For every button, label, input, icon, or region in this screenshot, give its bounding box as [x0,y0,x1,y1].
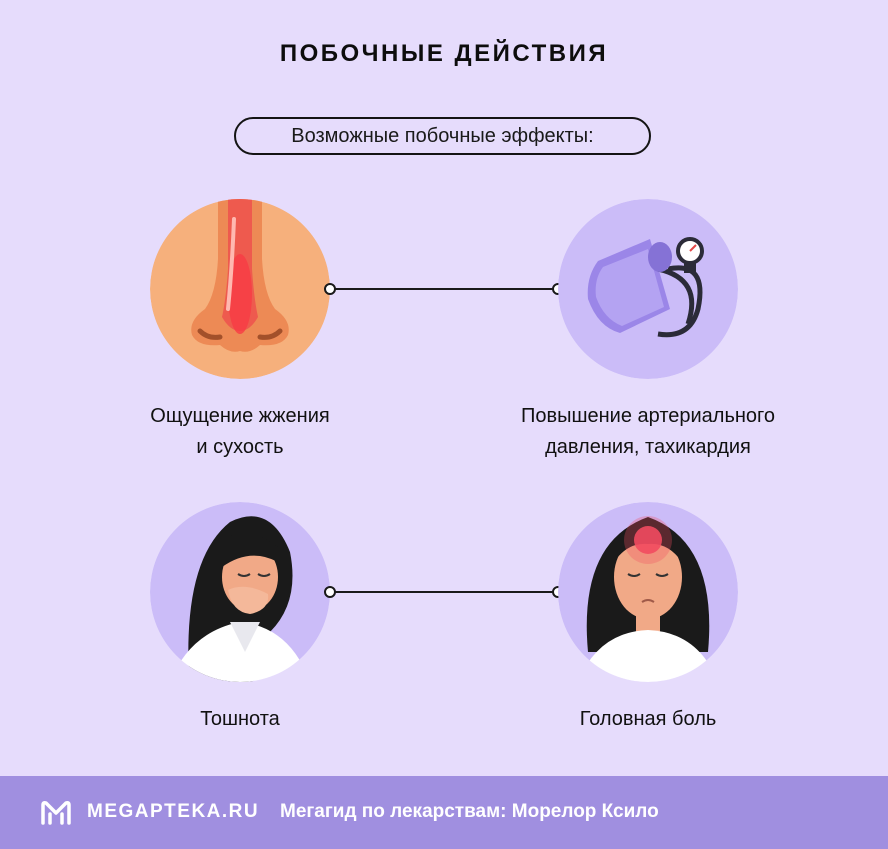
footer-tagline: Мегагид по лекарствам: Морелор Ксило [280,801,659,822]
nausea-woman-icon [150,502,330,682]
effect-caption: Повышение артериального давления, тахика… [520,405,776,458]
nose-icon [150,199,330,379]
effect-caption: Тошнота [200,708,280,730]
headache-woman-icon [558,502,738,682]
connector-line [330,288,558,290]
effect-caption: Головная боль [579,708,717,730]
connector-line [330,591,558,593]
footer-bar: MEGAPTEKA.RU Мегагид по лекарствам: Море… [0,776,888,849]
subtitle-pill: Возможные побочные эффекты: [234,117,651,155]
blood-pressure-cuff-icon [558,199,738,379]
subtitle-text: Возможные побочные эффекты: [291,124,594,147]
page-title: ПОБОЧНЫЕ ДЕЙСТВИЯ [279,40,609,67]
effect-caption: Ощущение жжения и сухость [150,405,330,458]
megapteka-logo-icon [41,801,71,825]
connector-dot [324,283,336,295]
footer-brand[interactable]: MEGAPTEKA.RU [87,801,260,822]
connector-dot [324,586,336,598]
